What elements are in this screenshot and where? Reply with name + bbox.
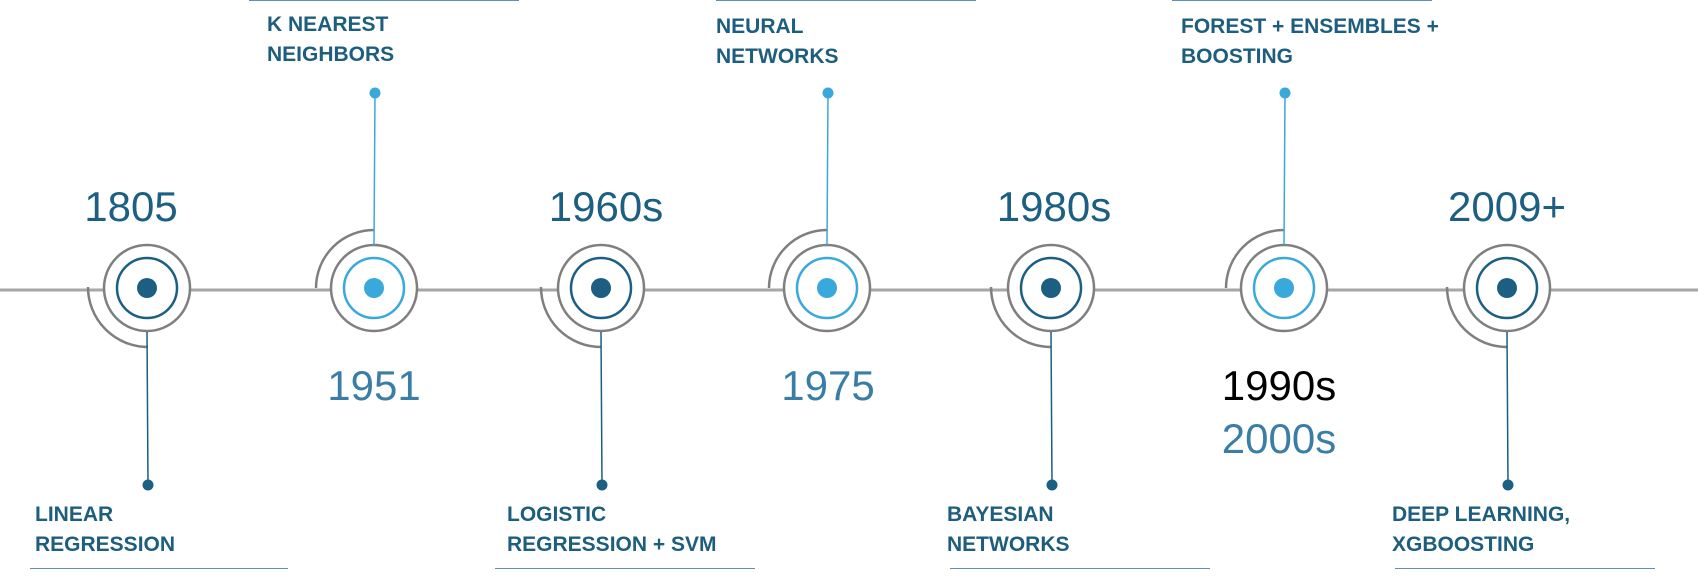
label-line: NEURAL [716, 15, 804, 38]
outer-arc [989, 286, 1052, 349]
label-underline [1395, 568, 1655, 569]
connector-dot [822, 87, 834, 99]
outer-arc [1224, 228, 1285, 289]
outer-arc [539, 286, 602, 349]
label-line: NEIGHBORS [267, 43, 395, 66]
center-dot [817, 278, 837, 298]
label-underline [950, 568, 1210, 569]
milestone-label-logistic-regression-svm: LOGISTIC REGRESSION + SVM [507, 500, 716, 560]
label-line: DEEP LEARNING, [1392, 503, 1571, 526]
connector-line [1506, 331, 1509, 486]
milestone-node-2009-plus [1445, 243, 1552, 491]
connector-dot [1046, 479, 1058, 491]
label-line: FOREST + ENSEMBLES + [1181, 15, 1439, 38]
year-label-2000s: 2000s [1221, 415, 1337, 462]
year-label-1960s: 1960s [548, 183, 664, 230]
connector-line [600, 331, 603, 486]
year-label-1990s: 1990s [1221, 362, 1337, 409]
connector-dot [142, 479, 154, 491]
milestone-node-1951 [314, 87, 419, 333]
label-line: NETWORKS [716, 45, 839, 68]
label-line: K NEAREST [267, 13, 389, 36]
milestone-label-forest-ensembles-boosting: FOREST + ENSEMBLES + BOOSTING [1181, 12, 1439, 72]
connector-dot [1279, 87, 1291, 99]
center-dot [1497, 278, 1517, 298]
label-underline [30, 568, 288, 569]
milestone-node-1975 [767, 87, 872, 333]
label-underline [1172, 0, 1432, 1]
label-line: XGBOOSTING [1392, 533, 1535, 556]
milestone-node-1960s [539, 243, 646, 491]
label-underline [249, 0, 519, 1]
label-line: BOOSTING [1181, 45, 1294, 68]
label-line: REGRESSION [35, 533, 176, 556]
outer-arc [767, 228, 828, 289]
label-line: LOGISTIC [507, 503, 607, 526]
label-underline [495, 568, 755, 569]
connector-line [146, 331, 149, 486]
label-line: NETWORKS [947, 533, 1070, 556]
center-dot [1274, 278, 1294, 298]
connector-line [826, 92, 829, 246]
outer-arc [86, 286, 149, 349]
year-label-2009-plus: 2009+ [1448, 183, 1566, 230]
center-dot [137, 278, 157, 298]
milestone-label-neural-networks: NEURAL NETWORKS [716, 12, 839, 72]
label-underline [716, 0, 976, 1]
outer-arc [314, 228, 375, 289]
year-label-1980s: 1980s [996, 183, 1112, 230]
center-dot [591, 278, 611, 298]
label-line: LINEAR [35, 503, 114, 526]
year-label-1805: 1805 [84, 183, 178, 230]
connector-line [1283, 92, 1286, 246]
milestone-label-k-nearest-neighbors: K NEAREST NEIGHBORS [267, 10, 394, 70]
milestone-node-1990s-2000s [1224, 87, 1329, 333]
center-dot [364, 278, 384, 298]
year-label-1975: 1975 [781, 362, 875, 409]
connector-line [373, 92, 376, 246]
center-dot [1041, 278, 1061, 298]
label-line: BAYESIAN [947, 503, 1054, 526]
connector-line [1050, 331, 1053, 486]
year-label-1951: 1951 [327, 362, 421, 409]
milestone-label-bayesian-networks: BAYESIAN NETWORKS [947, 500, 1070, 560]
milestone-node-1980s [989, 243, 1096, 491]
milestone-label-linear-regression: LINEAR REGRESSION [35, 500, 175, 560]
milestone-label-deep-learning-xgboosting: DEEP LEARNING, XGBOOSTING [1392, 500, 1570, 560]
label-line: REGRESSION + SVM [507, 533, 717, 556]
outer-arc [1445, 286, 1508, 349]
connector-dot [1502, 479, 1514, 491]
connector-dot [369, 87, 381, 99]
connector-dot [596, 479, 608, 491]
milestone-node-1805 [86, 243, 192, 491]
